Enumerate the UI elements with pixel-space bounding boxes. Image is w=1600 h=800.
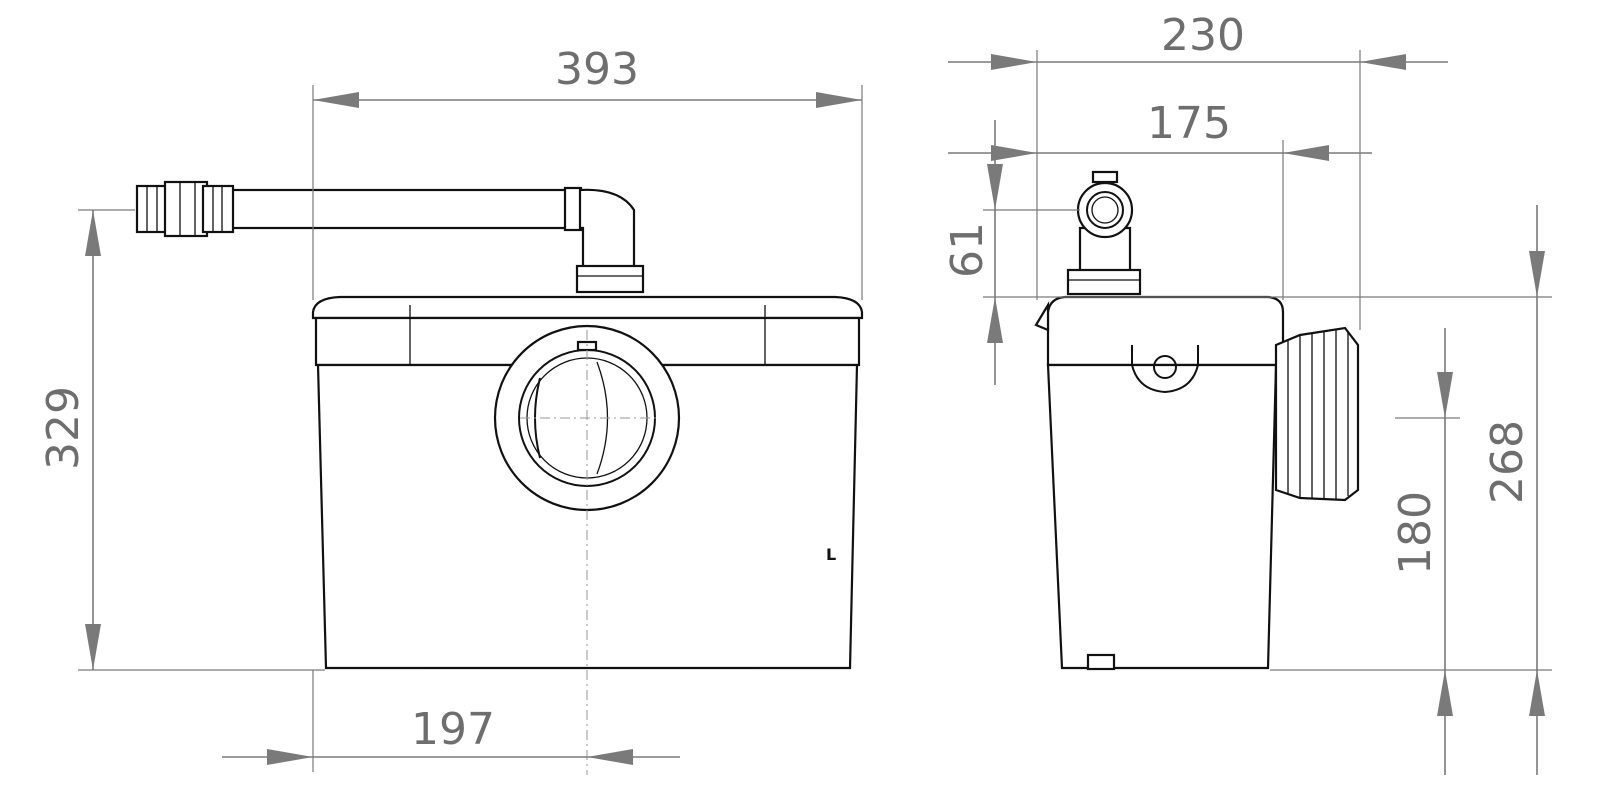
dim-depth-total: 230 [1161, 10, 1245, 61]
dim-center-offset: 197 [411, 704, 495, 755]
front-view: L [135, 180, 864, 775]
body-label: L [826, 545, 836, 564]
dim-inlet-center-height: 180 [1390, 491, 1441, 575]
dim-outlet-height: 61 [942, 222, 993, 278]
inlet-bellows [1274, 326, 1360, 502]
lid [311, 295, 864, 320]
front-dimensions: 393 329 197 [38, 44, 863, 772]
discharge-pipe [135, 180, 645, 294]
side-view [1034, 170, 1360, 671]
dim-overall-height: 329 [38, 386, 89, 470]
side-dimensions: 230 175 61 268 180 [942, 10, 1552, 775]
dim-depth-body: 175 [1147, 98, 1231, 149]
dim-inlet-height-total: 268 [1482, 420, 1533, 504]
dim-overall-width: 393 [555, 44, 639, 95]
